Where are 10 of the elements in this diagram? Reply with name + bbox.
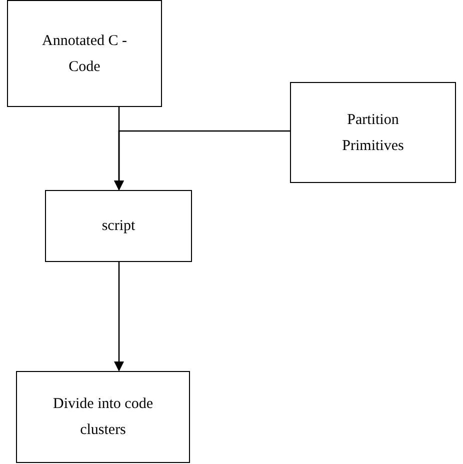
process-box: [290, 82, 456, 183]
arrow: [114, 262, 124, 372]
box-label: Divide into code clusters: [52, 395, 154, 440]
process-box: [45, 190, 192, 262]
box-label: script: [102, 217, 136, 236]
process-box: [16, 371, 190, 463]
arrow: [114, 130, 290, 190]
process-box: [7, 0, 162, 107]
box-label: Annotated C - Code: [41, 32, 128, 76]
box-label: Partition Primitives: [341, 110, 405, 156]
